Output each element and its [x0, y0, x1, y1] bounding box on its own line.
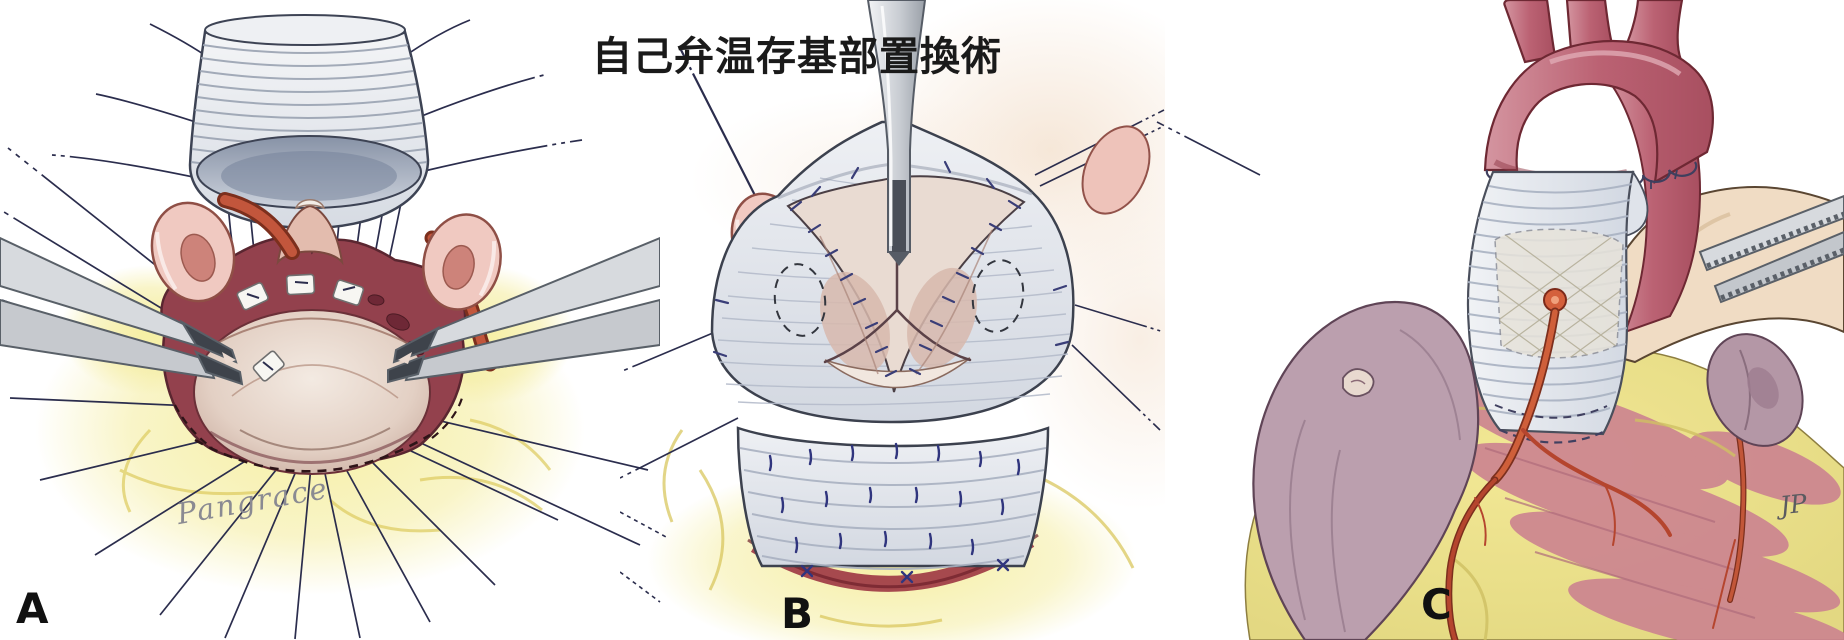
panel-c-illustration	[1156, 0, 1844, 640]
artist-monogram: JP	[1778, 488, 1809, 521]
resuspended-valve	[786, 175, 1026, 393]
panel-a-illustration	[0, 14, 660, 640]
dashed-suture-line	[194, 433, 431, 473]
graft-stay-sutures	[51, 19, 583, 179]
scallop-stitches	[712, 160, 1070, 378]
retractor-instrument	[866, 0, 927, 266]
coronary-site-markers	[773, 259, 1025, 337]
forceps-right	[387, 236, 660, 384]
coronary-button-left	[150, 192, 300, 303]
dacron-graft-tube	[188, 14, 430, 230]
right-atrium	[1252, 300, 1480, 640]
coronary-artery	[1445, 288, 1747, 640]
aortic-root	[160, 199, 467, 475]
figure-title: 自己弁温存基部置換術	[592, 34, 1002, 80]
blue-stitches	[768, 442, 1021, 584]
graft-cup	[710, 120, 1075, 424]
suture-tail	[1156, 121, 1261, 176]
clamp-right	[1698, 194, 1844, 304]
panel-label-c: C	[1421, 580, 1452, 629]
panel-label-b: B	[781, 589, 814, 638]
forceps-left	[0, 236, 244, 386]
graft-tube-lower	[736, 426, 1050, 584]
left-atrial-appendage	[1706, 333, 1804, 447]
tissue-flap-right	[1081, 125, 1151, 215]
aortic-arch	[1483, 0, 1714, 185]
panel-label-a: A	[16, 584, 49, 633]
panel-b-illustration	[620, 0, 1165, 640]
atrial-appendage-detail	[1342, 368, 1375, 398]
